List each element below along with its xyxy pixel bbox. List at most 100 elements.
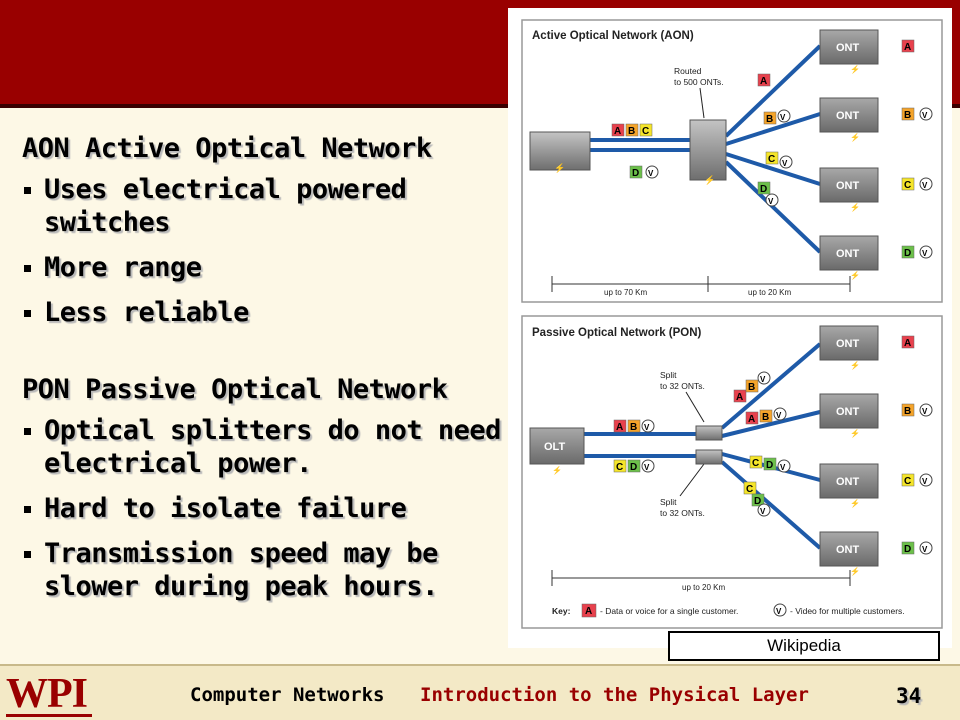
svg-text:B: B [630,422,637,433]
bullet-icon [24,187,31,194]
svg-text:C: C [904,476,911,487]
svg-text:D: D [766,460,773,471]
svg-text:A: A [760,76,767,87]
bullet-text: Hard to isolate failure [44,493,407,524]
aon-bullet: Uses electrical powered switches [22,173,502,239]
pon-ont-outputs: A B V C V D V [901,335,933,555]
svg-text:D: D [904,248,911,259]
svg-text:D: D [760,184,767,195]
svg-text:ONT: ONT [836,544,860,556]
pon-splitter-bottom [695,449,723,465]
svg-text:A: A [616,422,623,433]
bullet-text: More range [44,252,202,283]
footer-bar [0,664,960,720]
olt-box [529,427,585,465]
svg-text:⚡: ⚡ [850,428,860,438]
bullet-icon [24,506,31,513]
svg-text:- Data or voice for a single c: - Data or voice for a single customer. [600,606,738,616]
svg-text:A: A [736,392,743,403]
aon-ont-column: ONT ONT ONT ONT ⚡ ⚡ ⚡ ⚡ [819,29,879,280]
pon-split-bot-line1: Split [660,497,677,507]
aon-fibers [590,44,822,254]
svg-text:⚡: ⚡ [850,202,860,212]
svg-text:⚡: ⚡ [850,132,860,142]
diagram-key: Key: A - Data or voice for a single cust… [552,603,905,618]
svg-text:V: V [780,463,786,472]
svg-text:D: D [904,544,911,555]
bullet-icon [24,265,31,272]
aon-note-pointer [699,87,705,119]
aon-branch-labels: A B V C V D V [757,73,793,207]
aon-note-line2: to 500 ONTs. [674,77,724,87]
pon-ont-column: ONT ONT ONT ONT ⚡ ⚡ ⚡ ⚡ [819,325,879,576]
aon-trunk-labels: A B C D V [611,123,659,179]
pon-split-top-line1: Split [660,370,677,380]
svg-text:V: V [760,507,766,516]
svg-text:V: V [776,411,782,420]
svg-text:C: C [746,484,753,495]
pon-split-top-pointer [685,391,705,423]
svg-text:Key:: Key: [552,606,571,616]
title-bar-shadow [0,104,960,108]
svg-text:B: B [628,126,635,137]
svg-text:V: V [760,375,766,384]
svg-text:B: B [904,110,911,121]
svg-text:D: D [632,168,639,179]
aon-source-box [529,131,591,171]
svg-text:- Video for multiple customers: - Video for multiple customers. [790,606,905,616]
aon-title: Active Optical Network (AON) [532,30,694,42]
svg-text:ONT: ONT [836,180,860,192]
power-icon: ⚡ [552,465,562,475]
pon-distance: up to 20 Km [682,583,725,592]
svg-text:⚡: ⚡ [850,64,860,74]
pon-split-bot-line2: to 32 ONTs. [660,508,705,518]
svg-text:D: D [630,462,637,473]
pon-bullet: Hard to isolate failure [22,492,502,525]
svg-text:ONT: ONT [836,338,860,350]
svg-text:A: A [614,126,621,137]
aon-distance-ruler [551,276,851,292]
aon-pon-diagram: Active Optical Network (AON) Routed to 5… [521,19,943,629]
svg-text:V: V [776,607,782,616]
svg-text:A: A [748,414,755,425]
pon-bullet: Transmission speed may be slower during … [22,537,502,603]
pon-trunk-labels: A B V C D V [613,419,655,473]
bullet-text: Transmission speed may be slower during … [44,538,438,602]
svg-text:V: V [922,181,928,190]
svg-text:⚡: ⚡ [850,566,860,576]
svg-text:V: V [922,249,928,258]
svg-text:⚡: ⚡ [850,360,860,370]
aon-ont-outputs: A B V C V D V [901,39,933,259]
aon-bullet: Less reliable [22,296,502,329]
svg-text:V: V [644,423,650,432]
svg-text:B: B [766,114,773,125]
page-number: 34 [896,684,922,708]
aon-switch-box [689,119,727,181]
bullet-text: Optical splitters do not need electrical… [44,415,501,479]
svg-text:ONT: ONT [836,248,860,260]
power-icon: ⚡ [704,174,715,186]
aon-note-line1: Routed [674,66,702,76]
footer-topic: Introduction to the Physical Layer [420,684,809,706]
bullet-text: Uses electrical powered switches [44,174,407,238]
pon-distance-ruler [551,570,851,586]
svg-text:V: V [780,113,786,122]
svg-text:A: A [904,338,911,349]
svg-text:⚡: ⚡ [850,498,860,508]
svg-text:ONT: ONT [836,110,860,122]
svg-text:B: B [748,382,755,393]
svg-text:V: V [922,545,928,554]
svg-text:B: B [904,406,911,417]
aon-distance-1: up to 70 Km [604,288,647,297]
svg-text:ONT: ONT [836,406,860,418]
pon-split-bot-pointer [679,463,705,497]
svg-text:ONT: ONT [836,476,860,488]
svg-text:B: B [762,412,769,423]
svg-text:V: V [922,111,928,120]
svg-text:C: C [768,154,775,165]
pon-branch-labels: A B V A B V C D V C D V [733,371,791,517]
pon-splitter-top [695,425,723,441]
footer-course: Computer Networks [190,684,385,706]
svg-text:D: D [754,496,761,507]
svg-text:A: A [904,42,911,53]
